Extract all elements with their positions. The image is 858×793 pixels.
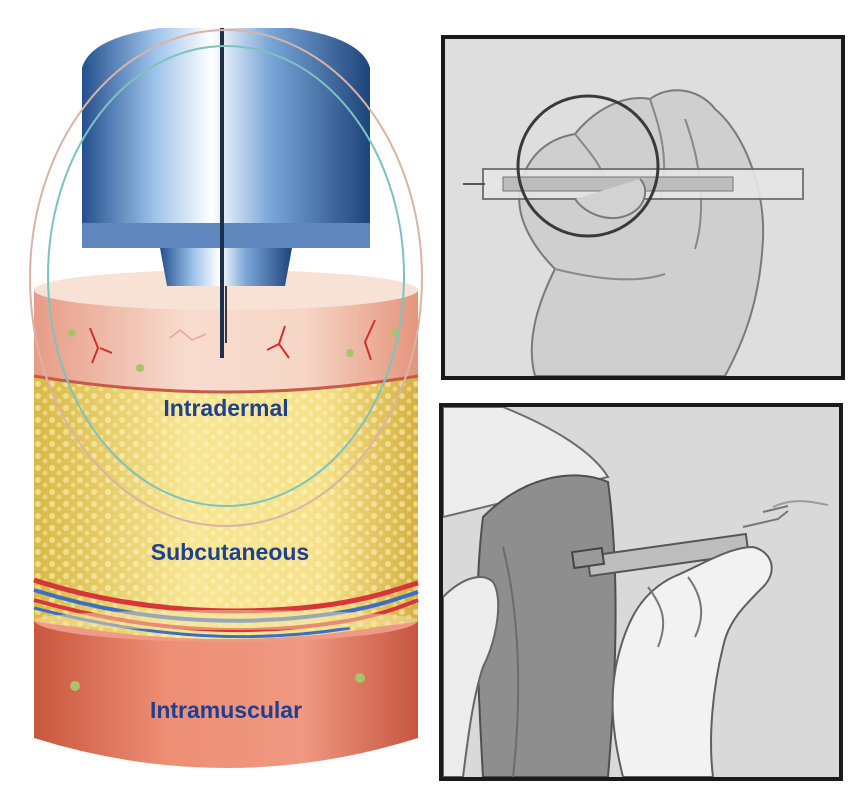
- muscle-cell-icon: [355, 673, 365, 683]
- muscle-cell-icon: [70, 681, 80, 691]
- skin-layers-illustration: Intradermal Subcutaneous Intramuscular: [20, 8, 432, 788]
- arm-injection-illustration: [439, 403, 843, 781]
- syringe-grip-illustration: [441, 35, 845, 380]
- intradermal-label: Intradermal: [163, 395, 288, 421]
- hand-holding-syringe-icon: [445, 39, 841, 376]
- arm-injection-icon: [443, 407, 839, 777]
- intramuscular-label: Intramuscular: [150, 697, 302, 723]
- skin-cross-section: Intradermal Subcutaneous Intramuscular: [20, 8, 432, 788]
- subcutaneous-label: Subcutaneous: [151, 539, 309, 565]
